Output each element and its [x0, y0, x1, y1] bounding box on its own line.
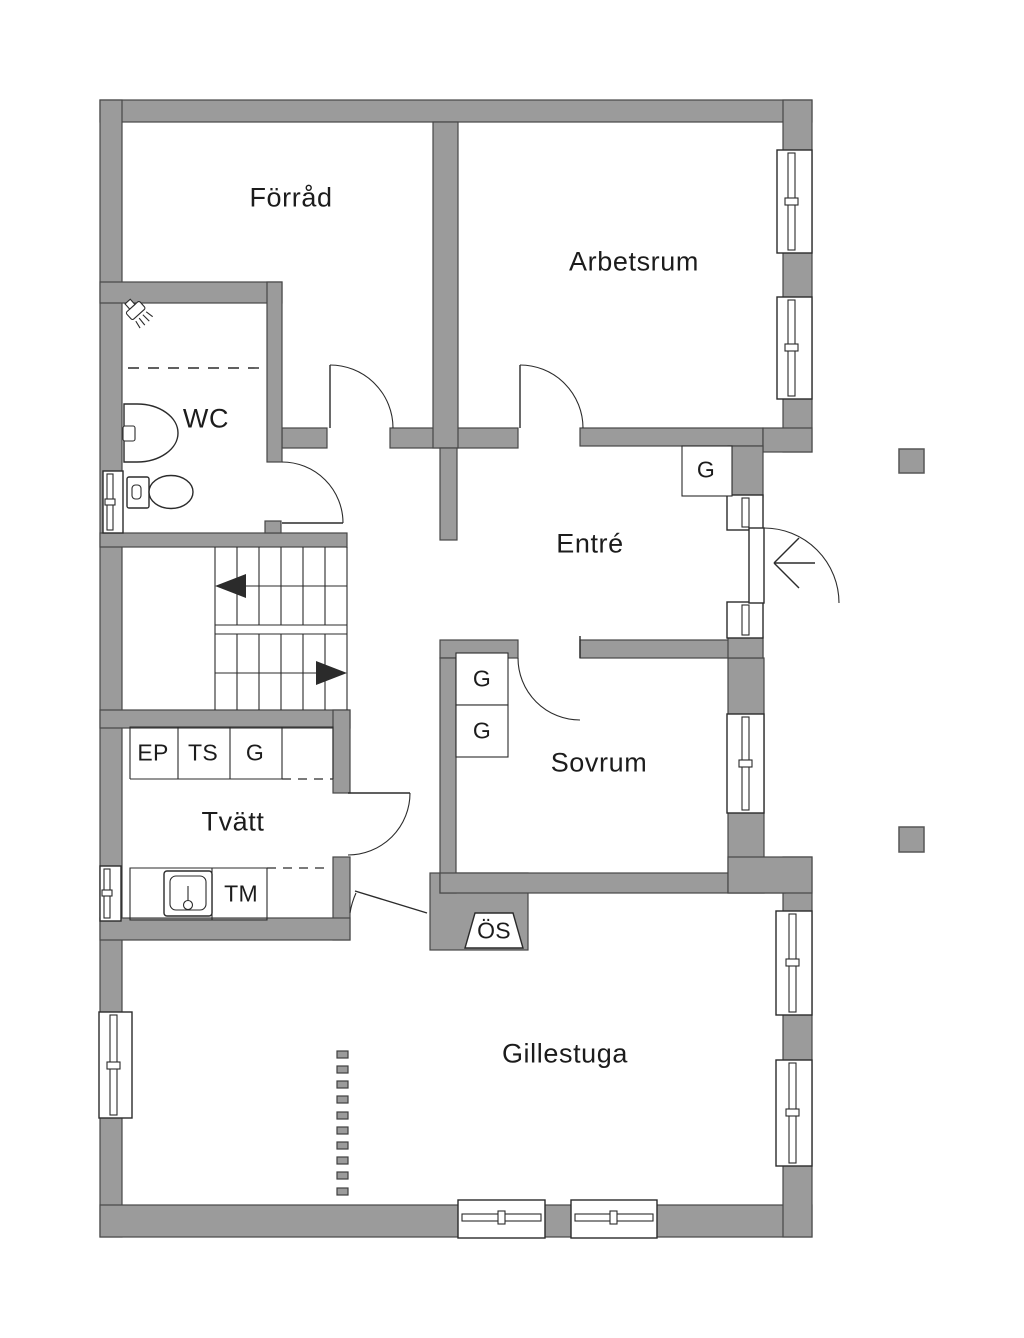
beam-dashed-line: [336, 1050, 349, 1196]
window-icon: [775, 910, 813, 1016]
wall-sovrum-left: [439, 657, 457, 894]
closet-label-ts: TS: [188, 739, 218, 766]
closet-label-g-sovrum-1: G: [472, 665, 492, 692]
wall-central: [432, 121, 459, 449]
wall-segment: [762, 427, 813, 453]
doors: [281, 364, 840, 914]
wall-tvatt-bottom: [99, 917, 351, 941]
door-sovrum: [517, 636, 581, 721]
window-icon: [98, 1011, 133, 1119]
window-icon: [726, 713, 765, 814]
plan-marker-square: [898, 826, 925, 853]
wall-wc-top: [99, 281, 283, 304]
room-label-tvatt: Tvätt: [201, 806, 265, 837]
wall-stairhall-top: [99, 532, 348, 548]
window-icon: [457, 1199, 546, 1239]
closet-label-g-entre: G: [696, 456, 716, 483]
closet-g-sovrum-box: [455, 704, 509, 758]
room-label-sovrum: Sovrum: [550, 747, 648, 778]
window-icon: [726, 494, 764, 531]
closets: [129, 445, 733, 921]
toilet-icon: [126, 474, 194, 510]
door-tvatt: [347, 792, 411, 856]
washing-machine-label: TM: [224, 880, 258, 907]
wall-top: [99, 99, 813, 123]
wall-bottom: [99, 1204, 813, 1238]
window-icon: [102, 470, 124, 534]
wall-entrance-upper: [727, 445, 764, 498]
room-label-arbetsrum: Arbetsrum: [569, 246, 699, 277]
room-label-forrad: Förråd: [249, 182, 333, 213]
window-icon: [776, 296, 813, 400]
wall-entrance-lower: [727, 636, 764, 659]
laundry-counter: [129, 867, 327, 921]
wall-segment: [579, 427, 764, 447]
door-arbetsrum: [519, 364, 584, 429]
wall-stair-bottom: [99, 709, 351, 729]
door-gillestuga: [349, 890, 428, 914]
window-icon: [726, 601, 764, 639]
wall-tvatt-right-upper: [332, 709, 351, 794]
window-icon: [776, 149, 813, 254]
staircase: [214, 547, 348, 710]
plan-marker-square: [898, 448, 925, 474]
window-icon: [99, 865, 122, 922]
entry-arrow-icon: [773, 537, 815, 589]
closet-label-ep: EP: [137, 739, 169, 766]
laundry-sink-icon: [163, 870, 213, 917]
closet-label-g-tvatt: G: [245, 739, 265, 766]
closet-label-g-sovrum-2: G: [472, 717, 492, 744]
windows: [98, 149, 813, 1239]
sink-icon: [122, 403, 179, 463]
fireplace-flue-shape: [464, 912, 524, 949]
fireplace-flue-label: ÖS: [477, 917, 511, 944]
room-label-wc: WC: [182, 403, 230, 434]
wall-segment: [281, 427, 328, 449]
door-wc: [281, 461, 344, 524]
stairs-up-arrow-icon: [215, 574, 347, 598]
wall-door-jamb: [264, 520, 282, 534]
wall-wc-right: [266, 281, 283, 463]
door-entrance: [748, 527, 840, 604]
room-label-entre: Entré: [556, 528, 624, 559]
window-icon: [775, 1059, 813, 1167]
fixtures: [122, 298, 925, 1196]
shower-icon: [124, 298, 154, 329]
wall-ne-step: [727, 856, 813, 894]
door-forrad: [329, 364, 394, 429]
window-icon: [570, 1199, 658, 1239]
closet-g-entre-box: [681, 445, 733, 497]
room-label-gillestuga: Gillestuga: [501, 1038, 629, 1069]
closet-row-tvatt: [129, 726, 334, 780]
wall-central-stub: [439, 447, 458, 541]
stairs-down-arrow-icon: [215, 661, 347, 685]
